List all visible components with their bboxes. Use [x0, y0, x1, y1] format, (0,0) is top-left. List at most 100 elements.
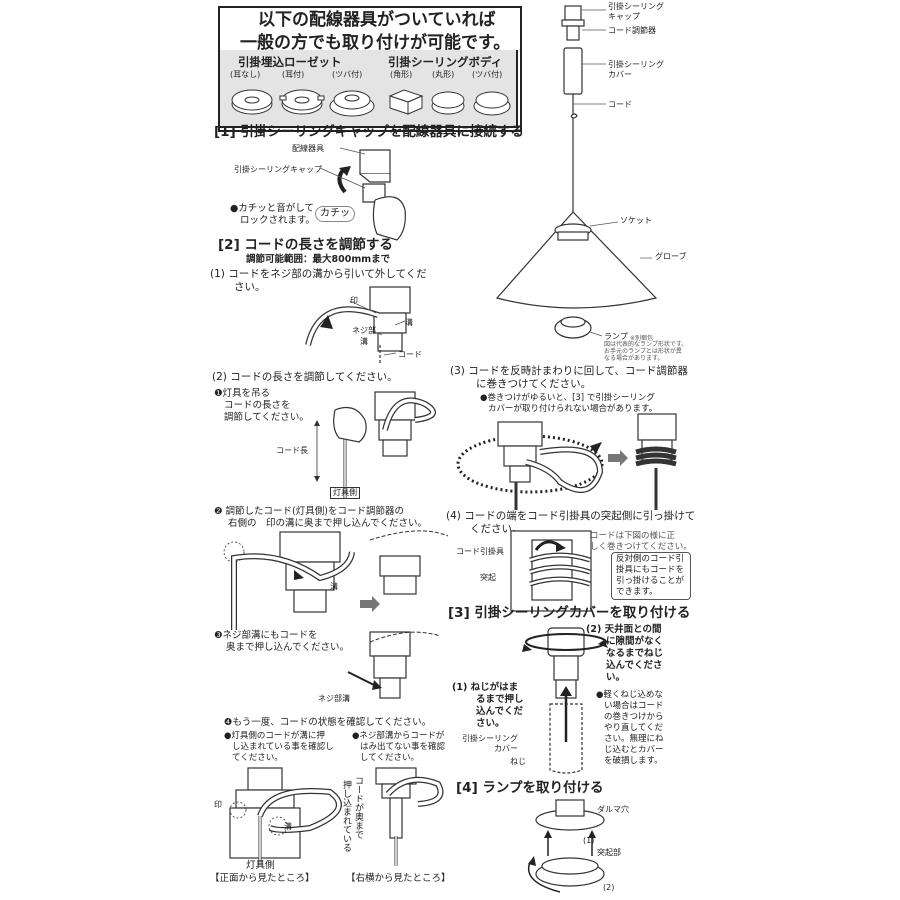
step4-note-box-0: 反対側のコード引 — [616, 554, 685, 564]
cover-sub2-0: (2) 天井面との間 — [586, 624, 662, 635]
step2-adjust-length-illustration — [314, 391, 436, 498]
cover-sub2-4: い。 — [606, 672, 626, 683]
step2-sub1-0: (1) コードをネジ部の溝から引いて外してくだ — [210, 268, 427, 280]
step2-item4-label-groove: 溝 — [284, 822, 292, 831]
step4-note-top-1: しく巻きつけてください。 — [590, 542, 692, 552]
cover-note-4: さい。無理にね — [604, 734, 664, 744]
step2-item2-0: ❷ 調節したコード(灯具側)をコード調節器の — [214, 506, 404, 517]
step2-screw-groove-illustration — [347, 631, 441, 699]
cover-label-screw: ねじ — [510, 757, 526, 766]
step2-item3-0: ❸ネジ部溝にもコードを — [214, 630, 318, 641]
step2-item4-right-0: ●ネジ部溝からコードが — [352, 731, 445, 741]
vertical-text-1: 押し込まれている — [341, 780, 351, 852]
step1-illustration — [319, 147, 406, 241]
step3-note-0: ●巻きつけがゆるいと、[3] で引掛シーリング — [480, 393, 655, 403]
lamp-desc-2: なる場合があります。 — [604, 355, 664, 362]
banner-line1: 以下の配線器具がついていれば — [258, 10, 496, 30]
step2-item4: ❹もう一度、コードの状態を確認してください。 — [224, 717, 432, 728]
banner-line2: 一般の方でも取り付けが可能です。 — [240, 33, 511, 53]
step2-item4-left-2: てください。 — [232, 753, 283, 763]
step4-text-0: (4) コードの端をコード引掛具の突起側に引っ掛けて — [446, 510, 696, 522]
step2-item4-right-1: はみ出てない事を確認 — [360, 742, 446, 752]
step2-item4-label-side-view: 【右横から見たところ】 — [346, 873, 451, 884]
lamp-desc-0: 図は代表的なランプ形状です。 — [604, 341, 688, 348]
part-ceiling-cap-1: 引掛シーリング — [608, 2, 664, 11]
step1-note-0: ●カチッと音がして — [230, 203, 315, 214]
step2-item4-label-lamp-side: 灯具側 — [246, 860, 275, 871]
step3-note-1: カバーが取り付けられない場合があります。 — [488, 404, 658, 414]
cover-note-1: い場合はコード — [604, 701, 664, 711]
step2-item4-label-mark: 印 — [214, 800, 222, 809]
part-ceiling-cover-1: 引掛シーリング — [608, 60, 664, 69]
rosette-type-1: (耳付) — [282, 70, 305, 79]
step2-label-lamp-side: 灯具側 — [330, 487, 360, 499]
wiring-device-icons — [231, 89, 511, 117]
part-lamp: ランプ — [604, 332, 628, 341]
step1-sound: カチッ — [315, 206, 355, 222]
step2-item1-0: ❶灯具を吊る — [214, 388, 271, 399]
cover-sub2-3: 込んでくださ — [606, 660, 663, 671]
step2-sub2: (2) コードの長さを調節してください。 — [212, 371, 398, 383]
lamp-desc-1: お手元のランプとは形状が異 — [604, 348, 682, 355]
step4-hook-illustration — [510, 530, 592, 612]
cover-sub2-1: に隙間がなく — [606, 636, 664, 647]
step2-side-view-illustration — [375, 767, 444, 866]
lamp-label-protrusion: 突起部 — [597, 848, 621, 857]
step2-item4-right-2: してください。 — [360, 753, 419, 763]
body-type-1: (丸形) — [432, 70, 455, 79]
step4-note-box: 反対側のコード引 掛具にもコードを 引っ掛けることが できます。 — [611, 552, 691, 600]
cover-sub2-2: なるまでねじ — [606, 648, 664, 659]
cord-pushed-vertical-text: コードが奥まで 押し込まれている — [340, 776, 364, 870]
step2-label-screw-groove: ネジ部溝 — [318, 694, 350, 703]
body-type-0: (角形) — [390, 70, 413, 79]
step4-note-box-1: 掛具にもコードを — [616, 565, 685, 575]
body-type-2: (ツバ付) — [472, 70, 503, 79]
step2-label-cord-length: コード長 — [276, 446, 308, 455]
step2-item4-left-0: ●灯具側のコードが溝に押 — [224, 731, 325, 741]
step2-item2-2: 印の溝に奥まで押し込んでください。 — [266, 518, 428, 529]
fixture-types-panel: 引掛埋込ローゼット 引掛シーリングボディ (耳なし) (耳付) (ツバ付) (角… — [218, 50, 518, 128]
cover-label-cover-2: カバー — [494, 744, 518, 753]
cover-sub1-2: 込んでくだ — [476, 706, 524, 717]
cover-sub1-0: (1) ねじがはま — [452, 682, 519, 693]
step2-label-screw: ネジ部 — [352, 326, 376, 335]
step4-label-protrusion: 突起 — [480, 573, 496, 582]
step2-item2-1: 右側の — [228, 518, 257, 529]
cover-note-3: やり直してくだ — [604, 723, 663, 733]
cover-note-6: を破損します。 — [604, 756, 663, 766]
part-ceiling-cap-2: キャップ — [608, 12, 640, 21]
step2-item1-1: コードの長さを — [224, 400, 291, 411]
vertical-text-0: コードが奥まで — [353, 776, 363, 839]
step2-push-cord-illustration — [223, 530, 449, 630]
cover-sub1-3: さい。 — [476, 718, 505, 729]
lamp-label-step1: (1) — [583, 836, 595, 845]
step3-text-0: (3) コードを反時計まわりに回して、コード調節器 — [450, 365, 688, 377]
step2-remove-cord-illustration — [305, 286, 411, 365]
part-globe: グローブ — [655, 252, 687, 261]
step2-label-groove-1: 溝 — [405, 318, 413, 327]
step1-label-device: 配線器具 — [292, 144, 324, 153]
step2-front-view-illustration — [229, 767, 342, 866]
lamp-label-keyhole: ダルマ穴 — [597, 805, 629, 814]
step3-wind-cord-illustration — [456, 413, 677, 510]
cover-label-cover-1: 引掛シーリング — [462, 734, 518, 743]
step2-range: 調節可能範囲：最大800mmまで — [246, 254, 391, 265]
lamp-label-step2: (2) — [603, 883, 615, 892]
cover-note-0: ●軽くねじ込めな — [596, 690, 663, 700]
rosette-type-0: (耳なし) — [230, 70, 261, 79]
part-cord-adjuster: コード調節器 — [608, 26, 656, 35]
rosette-title: 引掛埋込ローゼット — [238, 55, 342, 69]
step2-item4-left-1: し込まれている事を確認し — [232, 742, 334, 752]
step2-label-groove-2: 溝 — [360, 337, 368, 346]
cover-heading: [3] 引掛シーリングカバーを取り付ける — [448, 605, 691, 621]
step2-item1-2: 調節してください。 — [224, 412, 309, 423]
step3-text-1: に巻きつけてください。 — [476, 378, 592, 390]
step4-note-box-3: できます。 — [616, 587, 658, 597]
step4-note-box-2: 引っ掛けることが — [616, 576, 685, 586]
cover-sub1-1: るまで押し — [476, 694, 524, 705]
step4-label-hook: コード引掛具 — [456, 547, 504, 556]
ceiling-body-title: 引掛シーリングボディ — [388, 55, 503, 69]
step4-text-1: ください。 — [470, 523, 523, 535]
part-cord: コード — [608, 100, 632, 109]
step1-label-cap: 引掛シーリングキャップ — [234, 165, 322, 174]
